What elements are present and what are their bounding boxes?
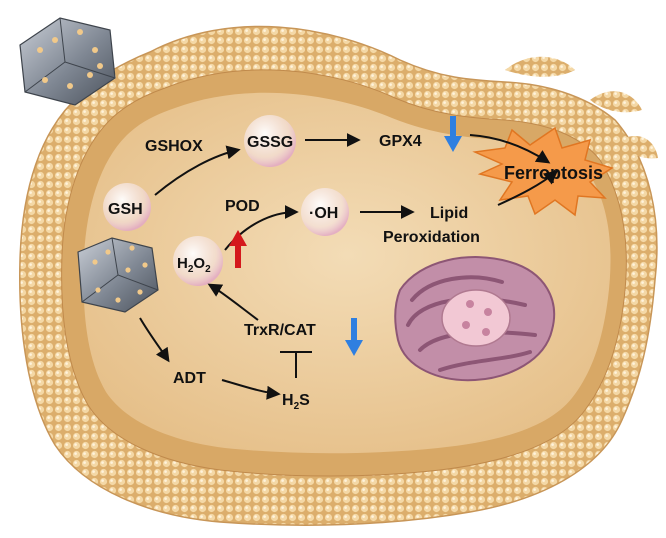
h2s-h: H — [282, 392, 294, 409]
trxr-cat-down-arrow — [345, 318, 363, 356]
nanocube-inner-icon — [77, 237, 159, 313]
h2o2-sub1: 2 — [188, 264, 194, 275]
gssg-bubble — [244, 115, 296, 167]
label-lipid: Lipid — [430, 205, 468, 222]
gpx4-down-arrow — [444, 116, 462, 152]
h2s-sub: 2 — [294, 401, 300, 412]
label-oh: ·OH — [309, 205, 338, 222]
label-gsh: GSH — [108, 201, 143, 218]
label-pod: POD — [225, 198, 260, 215]
label-h2o2: H2O2 — [177, 255, 211, 275]
label-gshox: GSHOX — [145, 138, 203, 155]
label-h2s: H2S — [282, 392, 310, 412]
h2o2-sub2: 2 — [205, 264, 211, 275]
label-ferroptosis: Ferroptosis — [504, 163, 603, 183]
h2o2-up-arrow — [229, 230, 247, 268]
oh-bubble — [301, 188, 349, 236]
nanocube-top-icon — [19, 17, 116, 106]
h2o2-o: O — [193, 255, 205, 272]
label-peroxidation: Peroxidation — [383, 229, 480, 246]
h2s-s: S — [299, 392, 310, 409]
label-gpx4: GPX4 — [379, 133, 422, 150]
h2o2-h: H — [177, 255, 188, 272]
h2o2-bubble — [173, 236, 223, 286]
label-trxr-cat: TrxR/CAT — [244, 322, 316, 339]
label-gssg: GSSG — [247, 134, 293, 151]
organelle-icon — [394, 256, 556, 382]
label-adt: ADT — [173, 370, 206, 387]
membrane-fragments — [505, 56, 658, 159]
gsh-bubble — [103, 183, 151, 231]
